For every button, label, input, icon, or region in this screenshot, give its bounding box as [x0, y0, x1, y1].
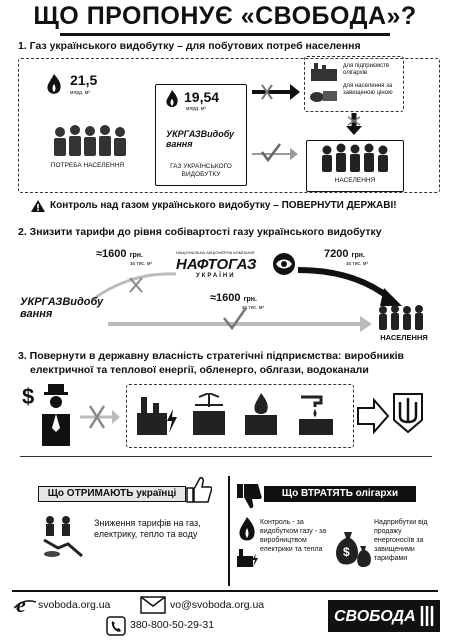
losses-profit-text: Надприбутки від продажу енергоносіїв за … [374, 519, 428, 562]
title-underline [60, 33, 390, 36]
production-label: ГАЗ УКРАЇНСЬКОГО ВИДОБУТКУ [170, 163, 232, 178]
enterprises-box [126, 384, 354, 448]
money-bags-icon: $ [334, 524, 374, 575]
price-1: ≈1600 грн. [96, 248, 143, 260]
section3-heading-line2: електричної та теплової енергії, обленер… [30, 364, 369, 376]
falling-prices-icon [42, 514, 86, 565]
naftogaz-sub: УКРАЇНИ [196, 273, 236, 279]
factory-icon [309, 61, 339, 86]
straight-arrow-icon [106, 304, 374, 339]
price-2-unit: грн. [351, 252, 365, 259]
gas-facility-icon [241, 393, 281, 442]
demand-amount: 21,5 [70, 72, 98, 88]
naftogaz-logo: НАФТОГАЗ [176, 256, 257, 273]
production-unit: млрд. м³ [186, 106, 206, 112]
price-1-sub: за тис. м³ [130, 261, 152, 267]
price-3-sub: за тис. м³ [242, 305, 264, 311]
price-3-value: ≈1600 [210, 292, 241, 304]
ukrgaz-logo: УКРГАЗВидобування [20, 296, 104, 320]
population-label: НАСЕЛЕННЯ [334, 177, 376, 184]
naftogaz-globe-icon [272, 252, 296, 281]
oligarch-icon: $ [22, 384, 72, 455]
people-icon [319, 143, 391, 178]
svg-text:e: e [16, 594, 26, 616]
svg-text:$: $ [343, 545, 350, 559]
warning-icon [30, 199, 46, 218]
demand-unit: млрд. м³ [70, 90, 90, 96]
phone-icon [106, 616, 126, 641]
losses-title: Що ВТРАТЯТЬ олігархи [264, 486, 416, 502]
brand-logo: СВОБОДА [328, 600, 440, 632]
oligarch-item: для підприємств олігархів [343, 63, 390, 76]
page-title: ЩО ПРОПОНУЄ «СВОБОДА»? [33, 2, 417, 30]
price-1-unit: грн. [129, 252, 143, 259]
demand-box: 21,5 млрд. м³ ПОТРЕБА НАСЕЛЕННЯ [40, 66, 135, 184]
ukrgaz-logo: УКРГАЗВидобування [166, 129, 235, 149]
population-label: НАСЕЛЕННЯ [380, 333, 428, 342]
production-amount: 19,54 [184, 89, 220, 105]
price-2-sub: за тис. м³ [346, 261, 368, 267]
price-2: 7200 грн. [324, 248, 365, 260]
price-3-unit: грн. [243, 296, 257, 303]
people-icon [50, 124, 128, 163]
section1-heading: 1. Газ українського видобутку – для побу… [18, 40, 361, 52]
vertical-divider [228, 476, 230, 586]
thumbs-up-icon [186, 476, 213, 509]
thumbs-down-icon [236, 482, 262, 515]
power-plant-icon [236, 548, 258, 573]
section3-heading-line1: 3. Повернути в державну власність страте… [18, 350, 404, 362]
gas-flame-icon [236, 516, 258, 549]
naftogaz-top: НАЦІОНАЛЬНА АКЦІОНЕРНА КОМПАНІЯ [176, 250, 255, 255]
power-plant-icon [135, 393, 179, 442]
phone-number[interactable]: 380-800-50-29-31 [130, 619, 215, 631]
section2-heading: 2. Знизити тарифи до рівня собівартості … [18, 226, 382, 238]
email-link[interactable]: vo@svoboda.org.ua [170, 599, 265, 611]
svg-text:$: $ [22, 384, 34, 409]
brand-name: СВОБОДА [334, 608, 416, 625]
website-link[interactable]: svoboda.org.ua [38, 599, 111, 611]
water-facility-icon [295, 393, 339, 442]
footer-divider [12, 590, 438, 592]
people-icon [376, 304, 432, 337]
population-box: НАСЕЛЕННЯ [306, 140, 404, 192]
divider [20, 456, 432, 457]
arrow-right-icon [250, 80, 300, 109]
price-2-value: 7200 [324, 248, 349, 260]
gas-flame-icon [44, 72, 64, 101]
demand-label: ПОТРЕБА НАСЕЛЕННЯ [50, 162, 125, 169]
arrow-down-icon [344, 113, 364, 142]
warning-text: Контроль над газом українського видобутк… [50, 200, 397, 211]
power-line-icon [189, 391, 229, 442]
gains-text: Зниження тарифів на газ, електрику, тепл… [94, 518, 201, 539]
gains-title: Що ОТРИМАЮТЬ українці [38, 486, 186, 502]
gas-flame-icon [164, 89, 180, 114]
crossed-arrow-icon [78, 402, 122, 437]
crossed-arrow-icon [90, 262, 180, 307]
email-icon [140, 596, 166, 619]
money-icon [309, 85, 339, 110]
production-box: 19,54 млрд. м³ УКРГАЗВидобування ГАЗ УКР… [155, 84, 247, 186]
oligarch-box: для підприємств олігархів для населення … [304, 56, 404, 112]
section1-frame [18, 58, 440, 193]
population-overprice-item: для населення за завищеною ціною [343, 83, 393, 96]
web-icon: e [13, 592, 37, 621]
arrow-right-icon [356, 397, 390, 439]
price-3: ≈1600 грн. [210, 292, 257, 304]
price-1-value: ≈1600 [96, 248, 127, 260]
curve-arrow-icon [296, 262, 406, 313]
losses-control-text: Контроль - за видобутком газу - за вироб… [260, 519, 327, 553]
trident-icon [392, 392, 424, 439]
arrow-check-icon [250, 140, 300, 171]
